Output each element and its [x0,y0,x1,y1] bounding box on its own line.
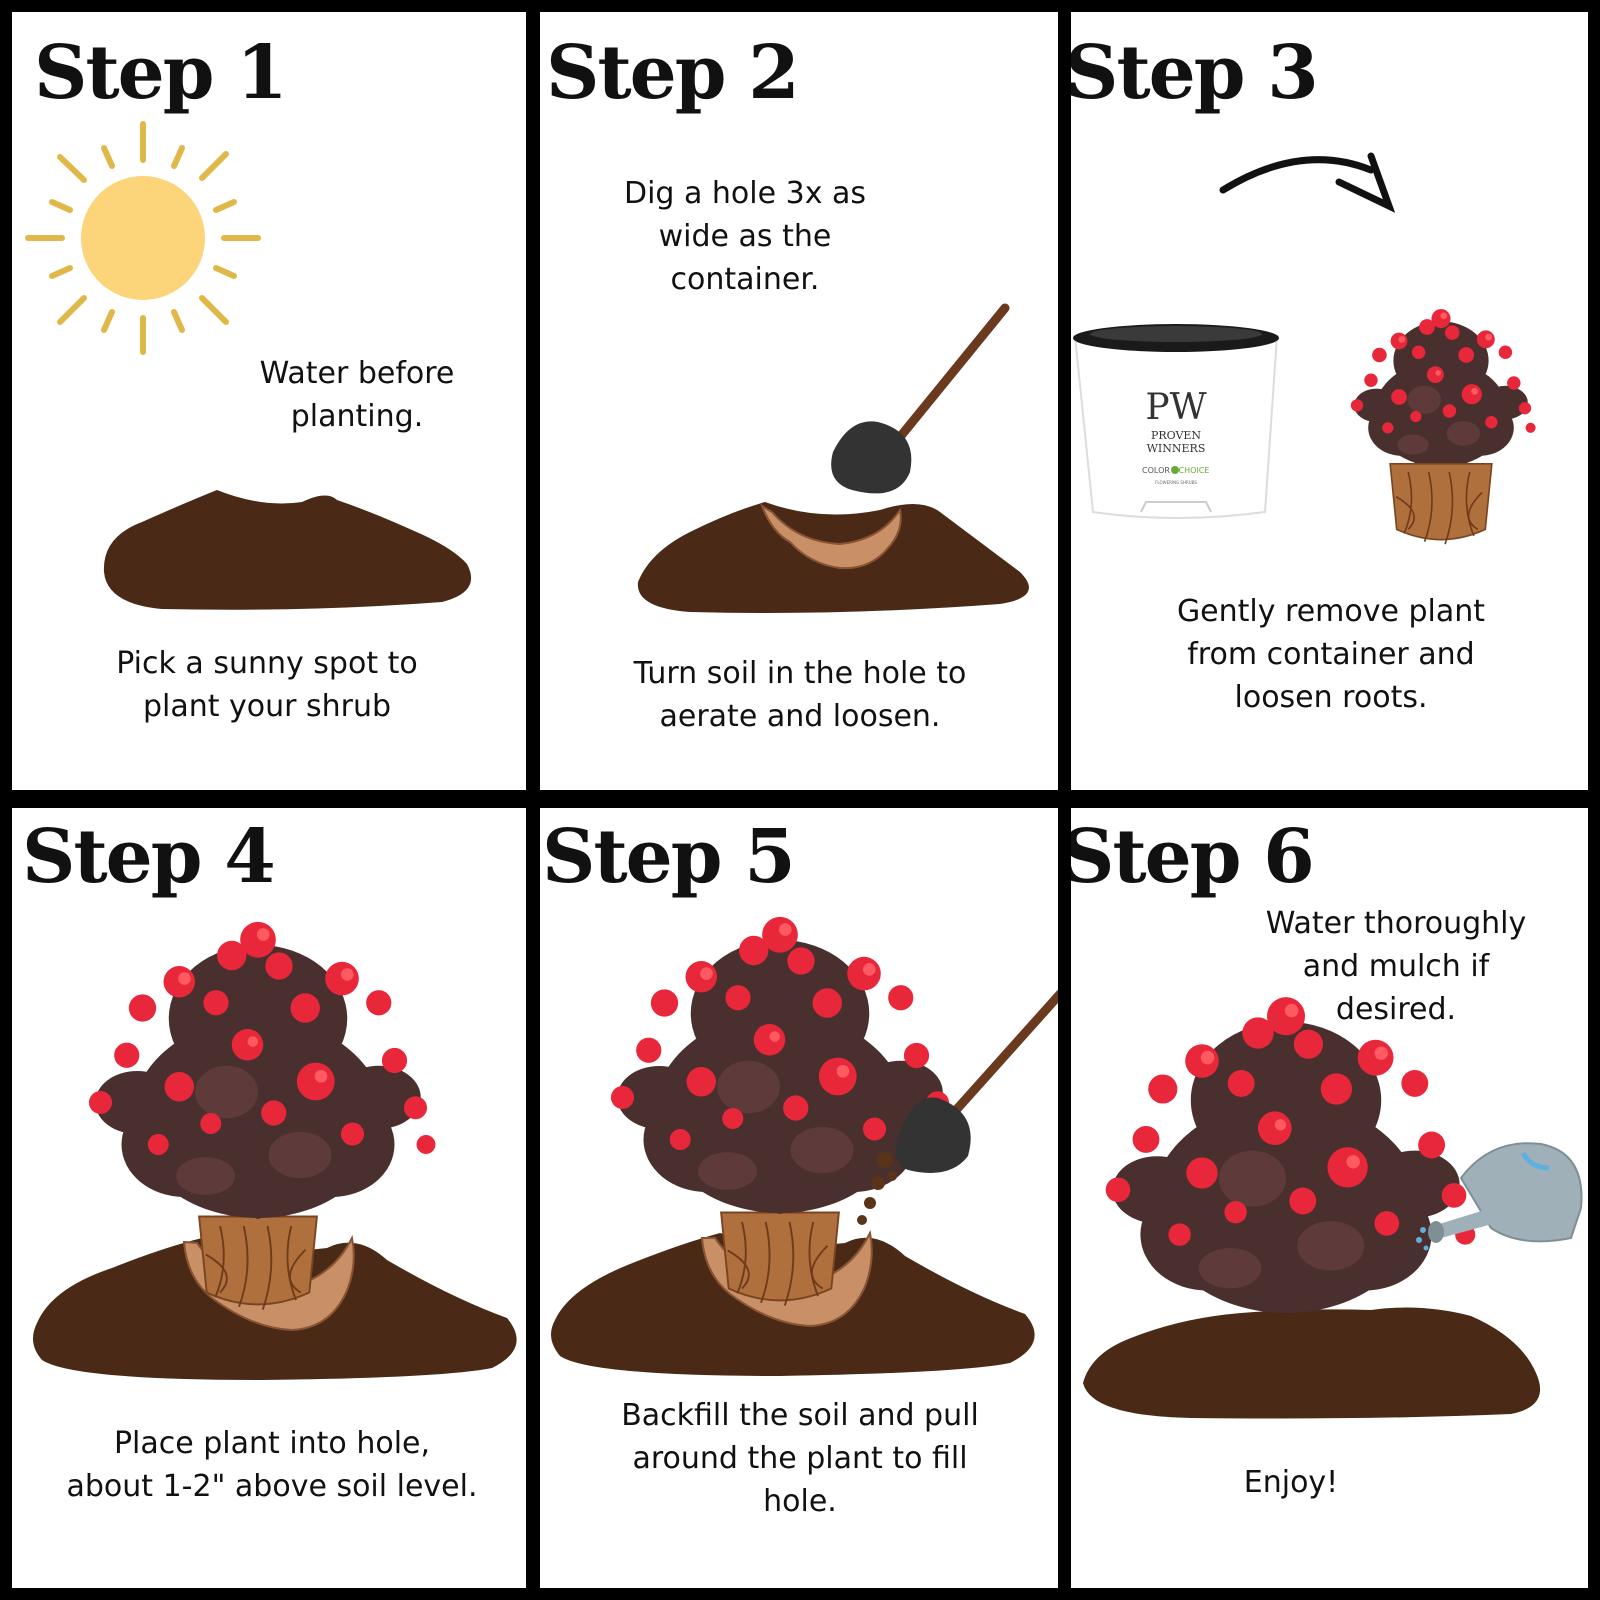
step-6-panel: Step 6 Water thoroughly and mulch if des… [1071,808,1588,1588]
step-2-panel: Step 2 Dig a hole 3x as wide as the cont… [540,12,1058,790]
step-note: Dig a hole 3x as wide as the container. [623,176,867,297]
step-title: Step 4 [22,814,276,900]
step-caption: Turn soil in the hole to aerate and loos… [633,656,967,734]
step-title: Step 5 [542,814,796,900]
soil-mound-icon [103,490,472,610]
shrub-icon [1104,995,1477,1315]
pot-sub-left: COLOR [1142,466,1170,475]
step-3-panel: PW PROVEN WINNERS COLOR CHOICE FLOWERING… [1071,12,1588,790]
pot-tagline: FLOWERING SHRUBS [1155,480,1197,485]
step-2-illustration [637,303,1029,613]
rootball-icon [720,1211,840,1307]
step-3-illustration: PW PROVEN WINNERS COLOR CHOICE FLOWERING… [1073,152,1537,545]
step-5-panel: Step 5 Backfill the soil and pull around… [540,808,1058,1588]
pot-brand-line1: PROVEN [1151,429,1201,442]
arrow-icon [1219,152,1396,213]
hole-icon [760,503,902,570]
step-1-panel: Step 1 Water before planting. Pick a sun… [12,12,526,790]
shrub-icon [1349,308,1537,468]
shovel-icon [895,989,1058,1173]
step-caption: Place plant into hole, about 1-2" above … [66,1426,478,1504]
pot-sub-right: CHOICE [1179,466,1210,475]
step-caption: Backfill the soil and pull around the pl… [621,1398,979,1519]
step-1-illustration [25,121,472,610]
step-title: Step 3 [1071,30,1319,116]
pot-icon: PW PROVEN WINNERS COLOR CHOICE FLOWERING… [1073,324,1279,519]
step-note: Water thoroughly and mulch if desired. [1265,906,1527,1027]
step-note: Water before planting. [259,356,455,434]
rootball-icon [198,1215,318,1311]
watering-can-icon [1416,1142,1583,1251]
rootball-icon [1389,462,1493,545]
sun-icon [25,121,261,355]
step-caption: Enjoy! [1243,1465,1339,1500]
step-title: Step 6 [1071,814,1315,900]
step-caption: Gently remove plant from container and l… [1176,594,1486,715]
step-caption: Pick a sunny spot to plant your shrub [116,646,418,724]
pot-logo: PW [1145,387,1206,428]
soil-mound-icon [1083,1307,1541,1419]
step-title: Step 1 [34,30,288,116]
step-4-illustration [33,920,517,1380]
shovel-icon [831,303,1010,494]
pot-brand-line2: WINNERS [1147,442,1206,455]
step-4-panel: Step 4 Place plant into hole, about 1-2"… [12,808,526,1588]
falling-soil-icon [857,1152,897,1225]
step-5-illustration [551,915,1058,1376]
step-6-illustration [1083,995,1583,1419]
shrub-icon [87,920,438,1220]
step-title: Step 2 [546,30,800,116]
